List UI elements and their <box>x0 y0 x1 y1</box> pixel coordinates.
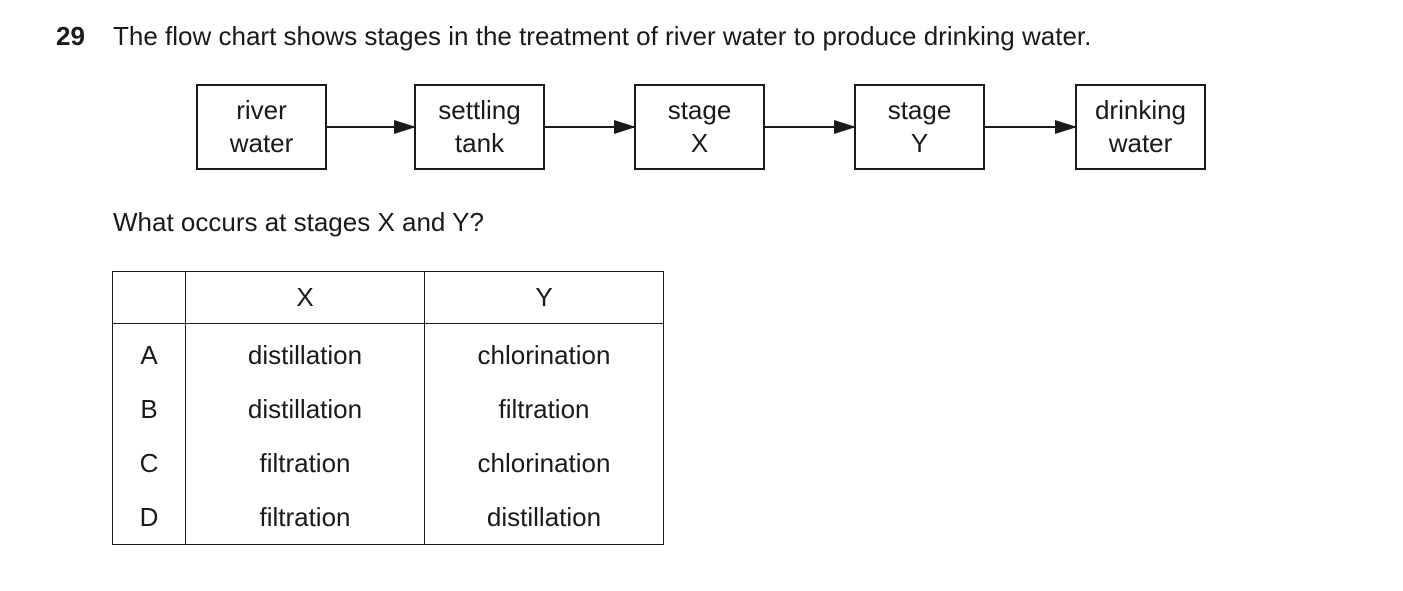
header-x: X <box>185 271 425 324</box>
option-y: distillation <box>424 490 664 545</box>
flow-box-stage-y: stage Y <box>854 84 985 170</box>
option-key: C <box>112 436 186 490</box>
flow-box-line: water <box>229 128 294 158</box>
option-y: filtration <box>424 382 664 436</box>
flow-box-line: tank <box>454 128 505 158</box>
flow-box-line: stage <box>667 95 732 125</box>
answer-table: X Y A distillation chlorination B distil… <box>112 271 664 545</box>
table-row: A distillation chlorination <box>112 323 664 382</box>
flow-box-river-water: river water <box>196 84 327 170</box>
table-header-row: X Y <box>112 271 664 324</box>
flow-box-line: stage <box>887 95 952 125</box>
question-number: 29 <box>56 21 85 51</box>
option-y: chlorination <box>424 436 664 490</box>
option-key: B <box>112 382 186 436</box>
header-y: Y <box>424 271 664 324</box>
flow-box-stage-x: stage X <box>634 84 765 170</box>
table-row: B distillation filtration <box>112 382 664 436</box>
flow-box-line: drinking <box>1094 95 1187 125</box>
option-key: D <box>112 490 186 545</box>
option-key: A <box>112 323 186 382</box>
flow-arrow <box>327 120 416 134</box>
flow-box-line: river <box>236 95 287 125</box>
flow-box-line: settling <box>438 95 521 125</box>
option-x: distillation <box>185 382 425 436</box>
option-x: filtration <box>185 490 425 545</box>
option-x: distillation <box>185 323 425 382</box>
option-y: chlorination <box>424 323 664 382</box>
flow-arrow <box>765 120 856 134</box>
table-row: D filtration distillation <box>112 490 664 545</box>
flow-box-drinking-water: drinking water <box>1075 84 1206 170</box>
flow-box-line: water <box>1108 128 1173 158</box>
sub-question: What occurs at stages X and Y? <box>113 207 484 237</box>
flow-arrow <box>985 120 1077 134</box>
flow-box-settling-tank: settling tank <box>414 84 545 170</box>
option-x: filtration <box>185 436 425 490</box>
flow-arrow <box>545 120 636 134</box>
flow-chart: river water settling tank stage X stage … <box>0 0 1403 200</box>
table-row: C filtration chlorination <box>112 436 664 490</box>
question-text: The flow chart shows stages in the treat… <box>113 21 1092 51</box>
header-key <box>112 271 186 324</box>
flow-box-line: Y <box>910 128 929 158</box>
flow-box-line: X <box>690 128 709 158</box>
